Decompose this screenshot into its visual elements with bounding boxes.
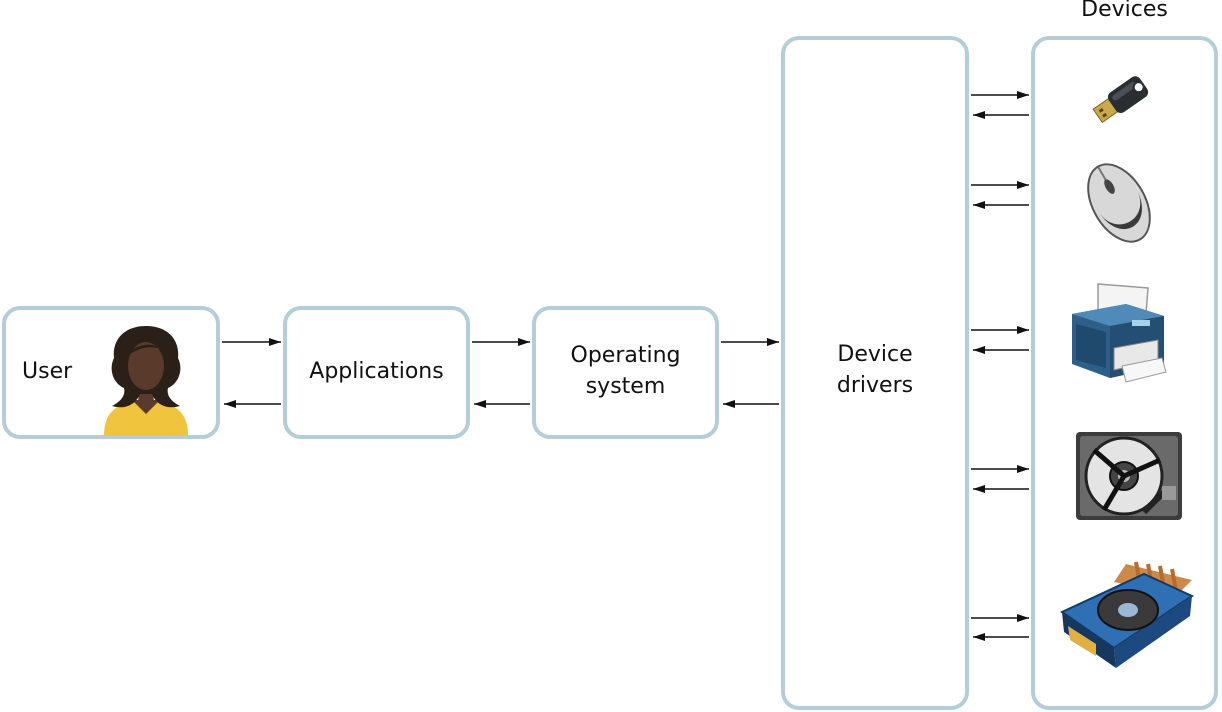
applications-box: [283, 306, 470, 439]
operating-system-label-line2: system: [585, 374, 666, 399]
mouse-icon: [1087, 163, 1151, 243]
user-label: User: [22, 359, 73, 384]
device-drivers-label: Device drivers: [781, 339, 969, 401]
device-drivers-label-line2: drivers: [836, 373, 914, 398]
device-drivers-label-line1: Device: [837, 342, 913, 367]
usb-drive-icon: [1092, 76, 1149, 124]
person-icon: [104, 326, 188, 436]
printer-icon: [1072, 283, 1167, 383]
device-drivers-box: [781, 36, 969, 710]
operating-system-label-line1: Operating: [570, 343, 681, 368]
operating-system-box: [532, 306, 719, 439]
hard-drive-icon: [1076, 432, 1182, 520]
applications-label: Applications: [309, 359, 444, 384]
devices-title: Devices: [1081, 0, 1168, 22]
graphics-card-icon: [1059, 561, 1195, 668]
operating-system-label: Operating system: [532, 340, 719, 402]
